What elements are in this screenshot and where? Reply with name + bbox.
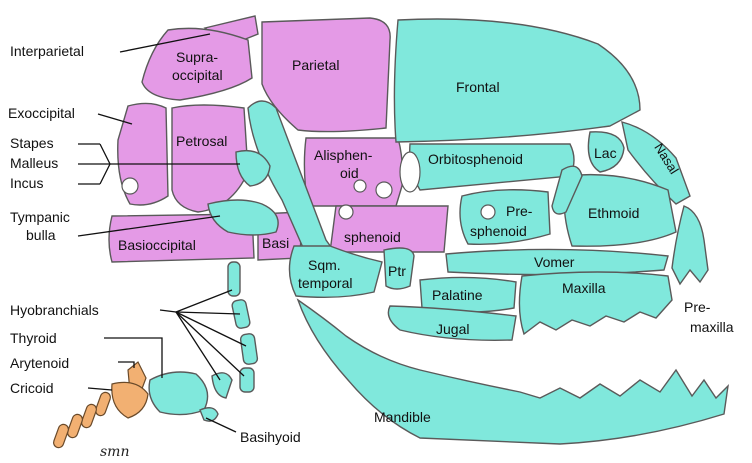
label-petrosal: Petrosal [176,133,227,149]
parietal-bone [262,18,390,132]
foramen-alisphenoid-2 [376,182,392,198]
label-alisphenoid-1: Alisphen- [314,147,373,163]
label-mandible: Mandible [374,409,431,425]
hyobranchial-segment-3 [240,333,258,365]
leader-basihyoid [206,418,236,432]
leader-hyobranchials-5 [176,312,244,376]
label-maxilla: Maxilla [562,280,606,296]
cricoid-cartilage [112,382,148,418]
label-ethmoid: Ethmoid [588,205,639,221]
leader-hyobranchials-2 [176,290,232,312]
label-orbitosphenoid: Orbitosphenoid [428,151,523,167]
label-presphenoid-1: Pre- [506,203,533,219]
leader-cricoid [88,388,112,390]
label-exoccipital: Exoccipital [8,105,75,121]
label-basi: Basi [262,235,289,251]
foramen-alisphenoid-1 [354,180,366,192]
label-supraoccipital-1: Supra- [176,49,218,65]
label-premaxilla-2: maxilla [690,319,734,335]
label-interparietal: Interparietal [10,43,84,59]
label-frontal: Frontal [456,79,500,95]
label-lac: Lac [594,145,617,161]
tracheal-ring-3 [66,413,84,439]
foramen-alisphenoid-3 [339,205,353,219]
tracheal-ring-4 [52,423,70,449]
hyobranchial-segment-4 [240,368,254,392]
artist-signature: smn [100,444,129,460]
label-palatine: Palatine [432,287,483,303]
leader-hyobranchials-1 [160,310,176,312]
foramen-exoccipital [122,178,138,194]
label-tympanic-1: Tympanic [10,209,70,225]
label-jugal: Jugal [436,321,469,337]
label-malleus: Malleus [10,155,58,171]
label-sqm-2: temporal [298,275,352,291]
tracheal-ring-1 [94,391,112,417]
label-hyobranchials: Hyobranchials [10,302,99,318]
label-presphenoid-2: sphenoid [470,223,527,239]
label-supraoccipital-2: occipital [172,67,223,83]
tracheal-ring-2 [80,403,98,429]
label-arytenoid: Arytenoid [10,355,69,371]
optic-foramen [400,152,420,192]
leader-hyobranchials-3 [176,312,240,314]
label-tympanic-2: bulla [26,227,56,243]
thyroid-cartilage [149,372,207,415]
label-thyroid: Thyroid [10,330,57,346]
label-cricoid: Cricoid [10,380,54,396]
label-sphenoid: sphenoid [344,229,401,245]
frontal-bone [394,19,640,142]
label-incus: Incus [10,175,43,191]
label-premaxilla-1: Pre- [684,299,711,315]
foramen-presphenoid [481,205,495,219]
label-basioccipital: Basioccipital [118,237,196,253]
label-ptr: Ptr [388,263,406,279]
label-alisphenoid-2: oid [340,165,359,181]
label-vomer: Vomer [534,254,575,270]
label-stapes: Stapes [10,135,54,151]
label-sqm-1: Sqm. [308,257,341,273]
premaxilla-bone [672,206,708,284]
label-basihyoid: Basihyoid [240,429,301,445]
hyobranchial-segment-5 [212,373,232,398]
label-parietal: Parietal [292,57,339,73]
